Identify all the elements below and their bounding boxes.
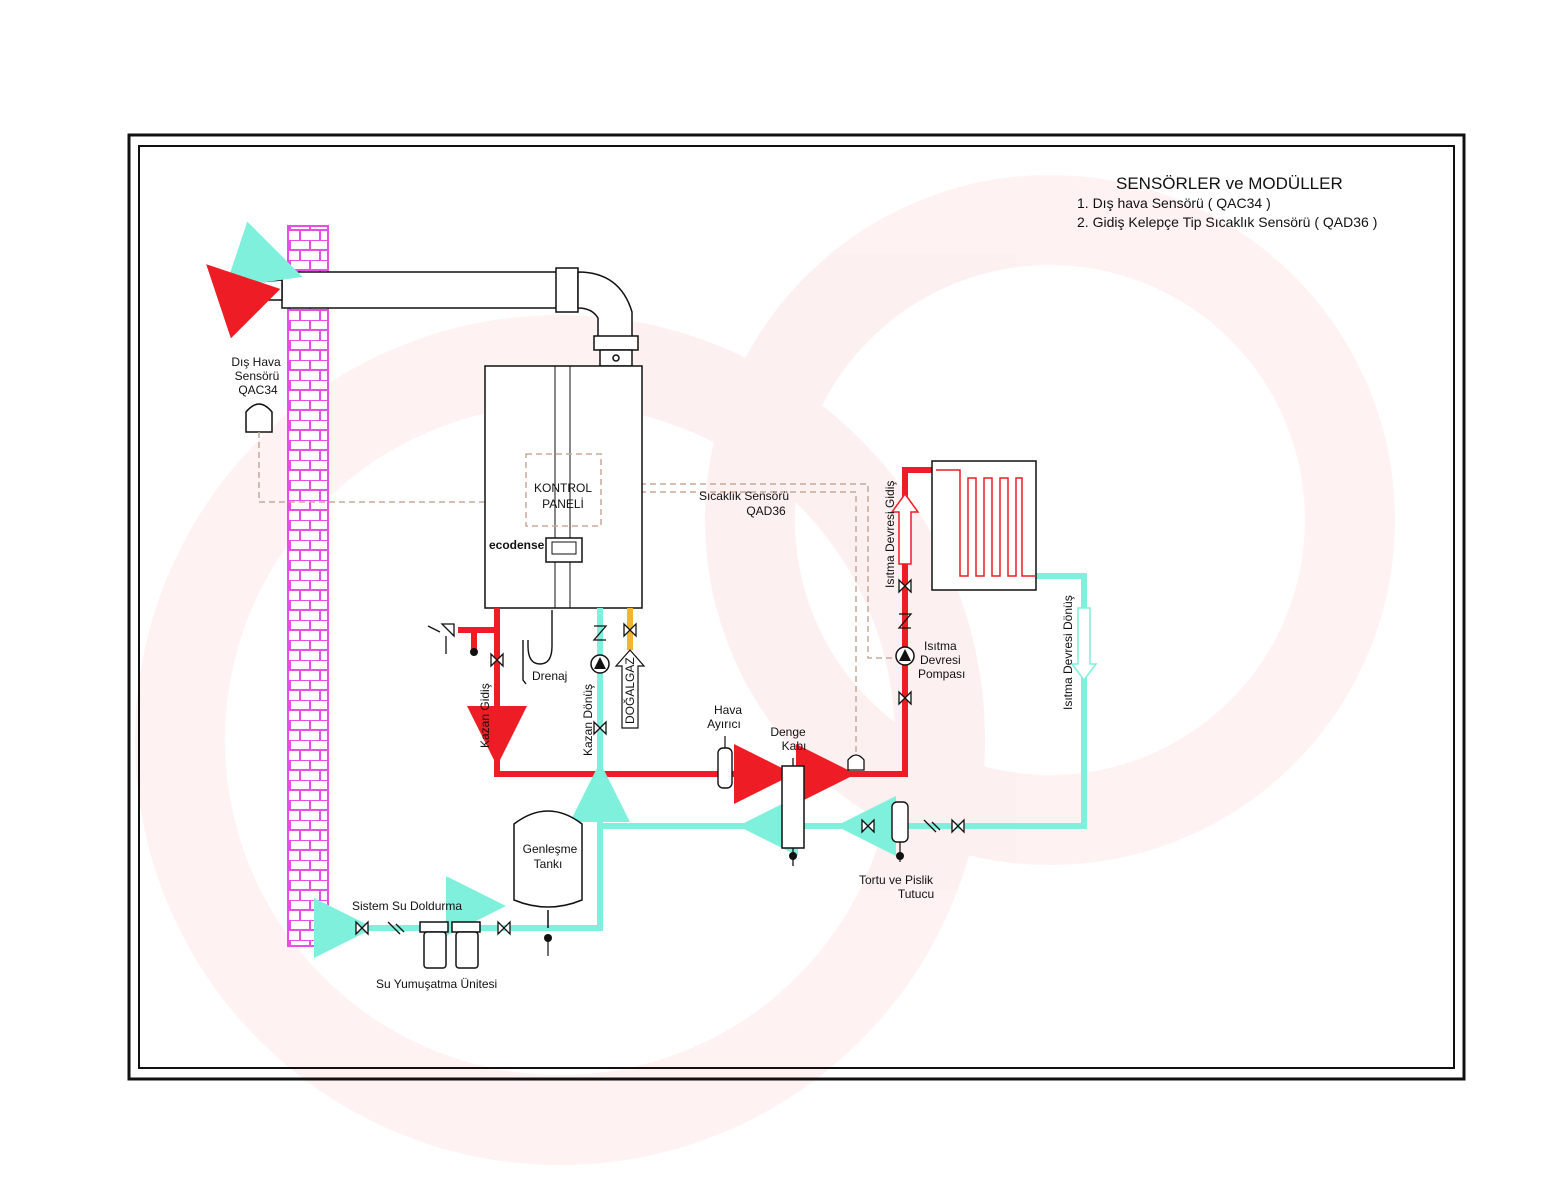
outdoor-sensor-label-3: QAC34 bbox=[238, 383, 278, 397]
temp-sensor-label-2: QAD36 bbox=[746, 504, 786, 518]
boiler-return-label: Kazan Dönüş bbox=[581, 684, 595, 756]
drain-trap bbox=[522, 610, 553, 685]
inner-frame bbox=[138, 145, 1455, 1069]
temp-sensor-label-1: Sıcaklık Sensörü bbox=[699, 489, 789, 503]
expansion-tank-label-1: Genleşme bbox=[523, 842, 578, 856]
outdoor-sensor: Dış Hava Sensörü QAC34 bbox=[231, 355, 281, 433]
air-separator-label-1: Hava bbox=[714, 703, 742, 717]
dirt-separator-label-1: Tortu ve Pislik bbox=[859, 873, 934, 887]
softener-label: Su Yumuşatma Ünitesi bbox=[376, 977, 497, 991]
control-panel-label-2: PANELİ bbox=[542, 497, 584, 511]
boiler: KONTROL PANELİ ecodense bbox=[484, 365, 643, 609]
heating-return-label: Isıtma Devresi Dönüş bbox=[1061, 595, 1075, 710]
heating-pump-label-2: Devresi bbox=[920, 653, 961, 667]
heating-pump-label-3: Pompası bbox=[918, 667, 965, 681]
exhaust-arrow bbox=[206, 264, 281, 339]
control-panel-label-1: KONTROL bbox=[534, 481, 592, 495]
air-separator-label-2: Ayırıcı bbox=[707, 717, 741, 731]
air-separator: Hava Ayırıcı bbox=[707, 703, 742, 789]
expansion-tank-label-2: Tankı bbox=[534, 857, 563, 871]
balance-tank-label-1: Denge bbox=[770, 725, 806, 739]
outdoor-sensor-label-1: Dış Hava bbox=[231, 355, 281, 369]
heating-pump-label-1: Isıtma bbox=[924, 639, 957, 653]
brick-wall bbox=[287, 225, 329, 947]
outdoor-sensor-label-2: Sensörü bbox=[235, 369, 280, 383]
watermark-logo bbox=[135, 175, 1395, 1165]
legend-title: SENSÖRLER ve MODÜLLER bbox=[1116, 174, 1343, 193]
balance-tank: Denge Kabı bbox=[770, 725, 806, 866]
water-softener bbox=[419, 921, 481, 969]
system-fill-label: Sistem Su Doldurma bbox=[352, 899, 462, 913]
air-intake-arrow bbox=[225, 221, 303, 288]
safety-valve bbox=[427, 623, 455, 654]
legend-item-1: 1. Dış hava Sensörü ( QAC34 ) bbox=[1077, 195, 1271, 211]
drain-label: Drenaj bbox=[532, 669, 567, 683]
heating-coil bbox=[931, 460, 1037, 591]
brand-logo: ecodense bbox=[489, 538, 545, 552]
gas-label: DOĞALGAZ bbox=[622, 657, 637, 724]
sensor-wiring bbox=[258, 432, 892, 754]
check-valves bbox=[387, 613, 913, 935]
heating-flow-direction-arrow bbox=[890, 492, 920, 565]
clamp-sensor bbox=[847, 754, 865, 771]
drain-cock bbox=[470, 648, 478, 656]
outer-frame bbox=[127, 133, 1466, 1081]
heating-return-direction-arrow bbox=[1070, 607, 1098, 682]
pumps bbox=[590, 646, 915, 674]
dirt-separator: Tortu ve Pislik Tutucu bbox=[859, 801, 941, 901]
balance-tank-label-2: Kabı bbox=[782, 739, 807, 753]
gas-pipe: DOĞALGAZ bbox=[614, 608, 646, 729]
expansion-tank: Genleşme Tankı bbox=[513, 810, 583, 956]
heating-flow-label: Isıtma Devresi Gidiş bbox=[883, 481, 897, 588]
legend-item-2: 2. Gidiş Kelepçe Tip Sıcaklık Sensörü ( … bbox=[1077, 214, 1377, 230]
valves bbox=[355, 578, 965, 936]
boiler-flow-label: Kazan Gidiş bbox=[478, 683, 492, 748]
dirt-separator-label-2: Tutucu bbox=[898, 887, 934, 901]
